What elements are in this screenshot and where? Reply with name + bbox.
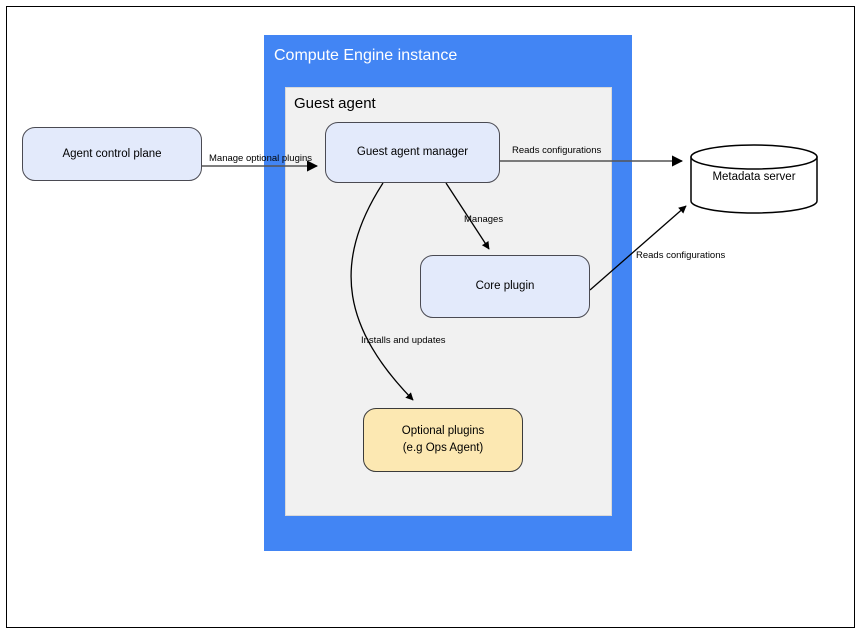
node-agent-control-plane[interactable]: Agent control plane	[22, 127, 202, 181]
node-guest-agent-manager-label: Guest agent manager	[356, 146, 469, 158]
node-agent-control-plane-label: Agent control plane	[62, 147, 162, 160]
edge-label-reads-configurations-bottom: Reads configurations	[636, 250, 726, 261]
node-core-plugin[interactable]: Core plugin	[420, 255, 590, 318]
node-optional-plugins-label-line1: Optional plugins	[401, 425, 485, 437]
edge-label-reads-configurations-top: Reads configurations	[512, 145, 602, 156]
node-optional-plugins[interactable]: Optional plugins (e.g Ops Agent)	[363, 408, 523, 472]
node-core-plugin-label: Core plugin	[475, 280, 535, 292]
metadata-server-label: Metadata server	[712, 171, 796, 183]
node-guest-agent-manager[interactable]: Guest agent manager	[325, 122, 500, 183]
compute-engine-instance-title: Compute Engine instance	[274, 47, 458, 64]
guest-agent-title: Guest agent	[294, 95, 376, 112]
edge-label-installs-and-updates: Installs and updates	[361, 335, 446, 346]
edge-label-manage-optional-plugins: Manage optional plugins	[209, 153, 312, 164]
node-optional-plugins-label-line2: (e.g Ops Agent)	[402, 442, 484, 454]
diagram-frame-border	[6, 6, 855, 628]
edge-label-manages: Manages	[464, 214, 504, 225]
